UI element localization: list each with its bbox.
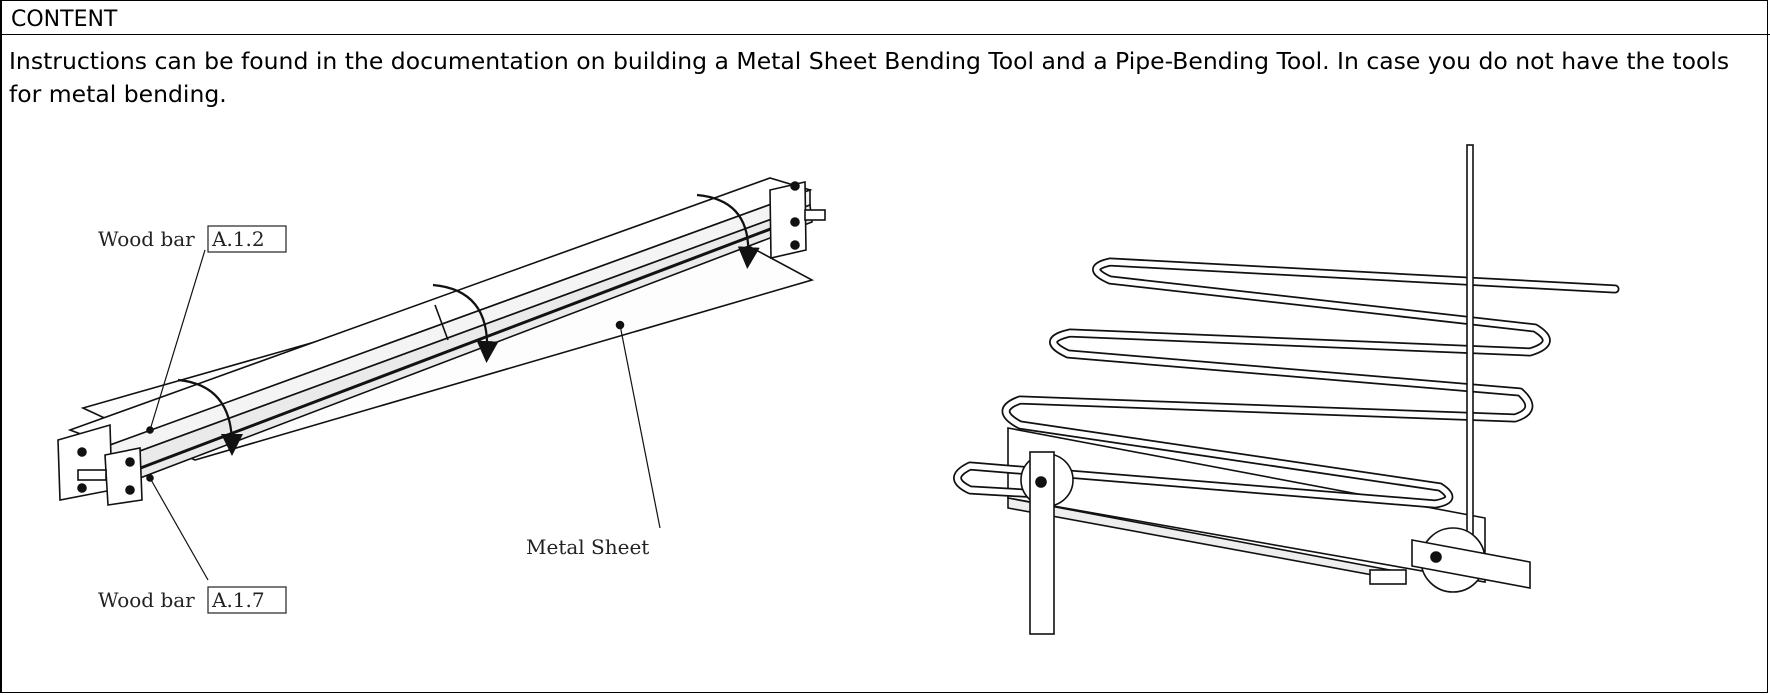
svg-text:A.1.2: A.1.2 [211,227,265,251]
intro-text: Instructions can be found in the documen… [9,47,1730,108]
label-wood-bar-top: Wood bar A.1.2 [98,225,287,253]
label-wood-bar-bottom: Wood bar A.1.7 [98,586,287,614]
lever-arm [1411,539,1531,589]
bend-arrow-middle [432,283,499,363]
end-block-right [769,180,807,260]
svg-text:Wood bar: Wood bar [98,588,195,612]
label-metal-sheet: Metal Sheet [526,535,649,559]
pipe-bending-tool-figure [953,144,1620,635]
base-plate [1007,427,1486,583]
svg-text:A.1.7: A.1.7 [211,588,265,612]
bend-arrow-left [177,378,243,456]
vertical-rod [1466,144,1474,566]
svg-text:Wood bar: Wood bar [98,227,195,251]
bend-arrow-right [696,193,760,269]
header-row: CONTENT [2,1,1770,35]
content-heading: CONTENT [11,7,118,32]
sheet-bending-tool-figure [57,177,826,581]
